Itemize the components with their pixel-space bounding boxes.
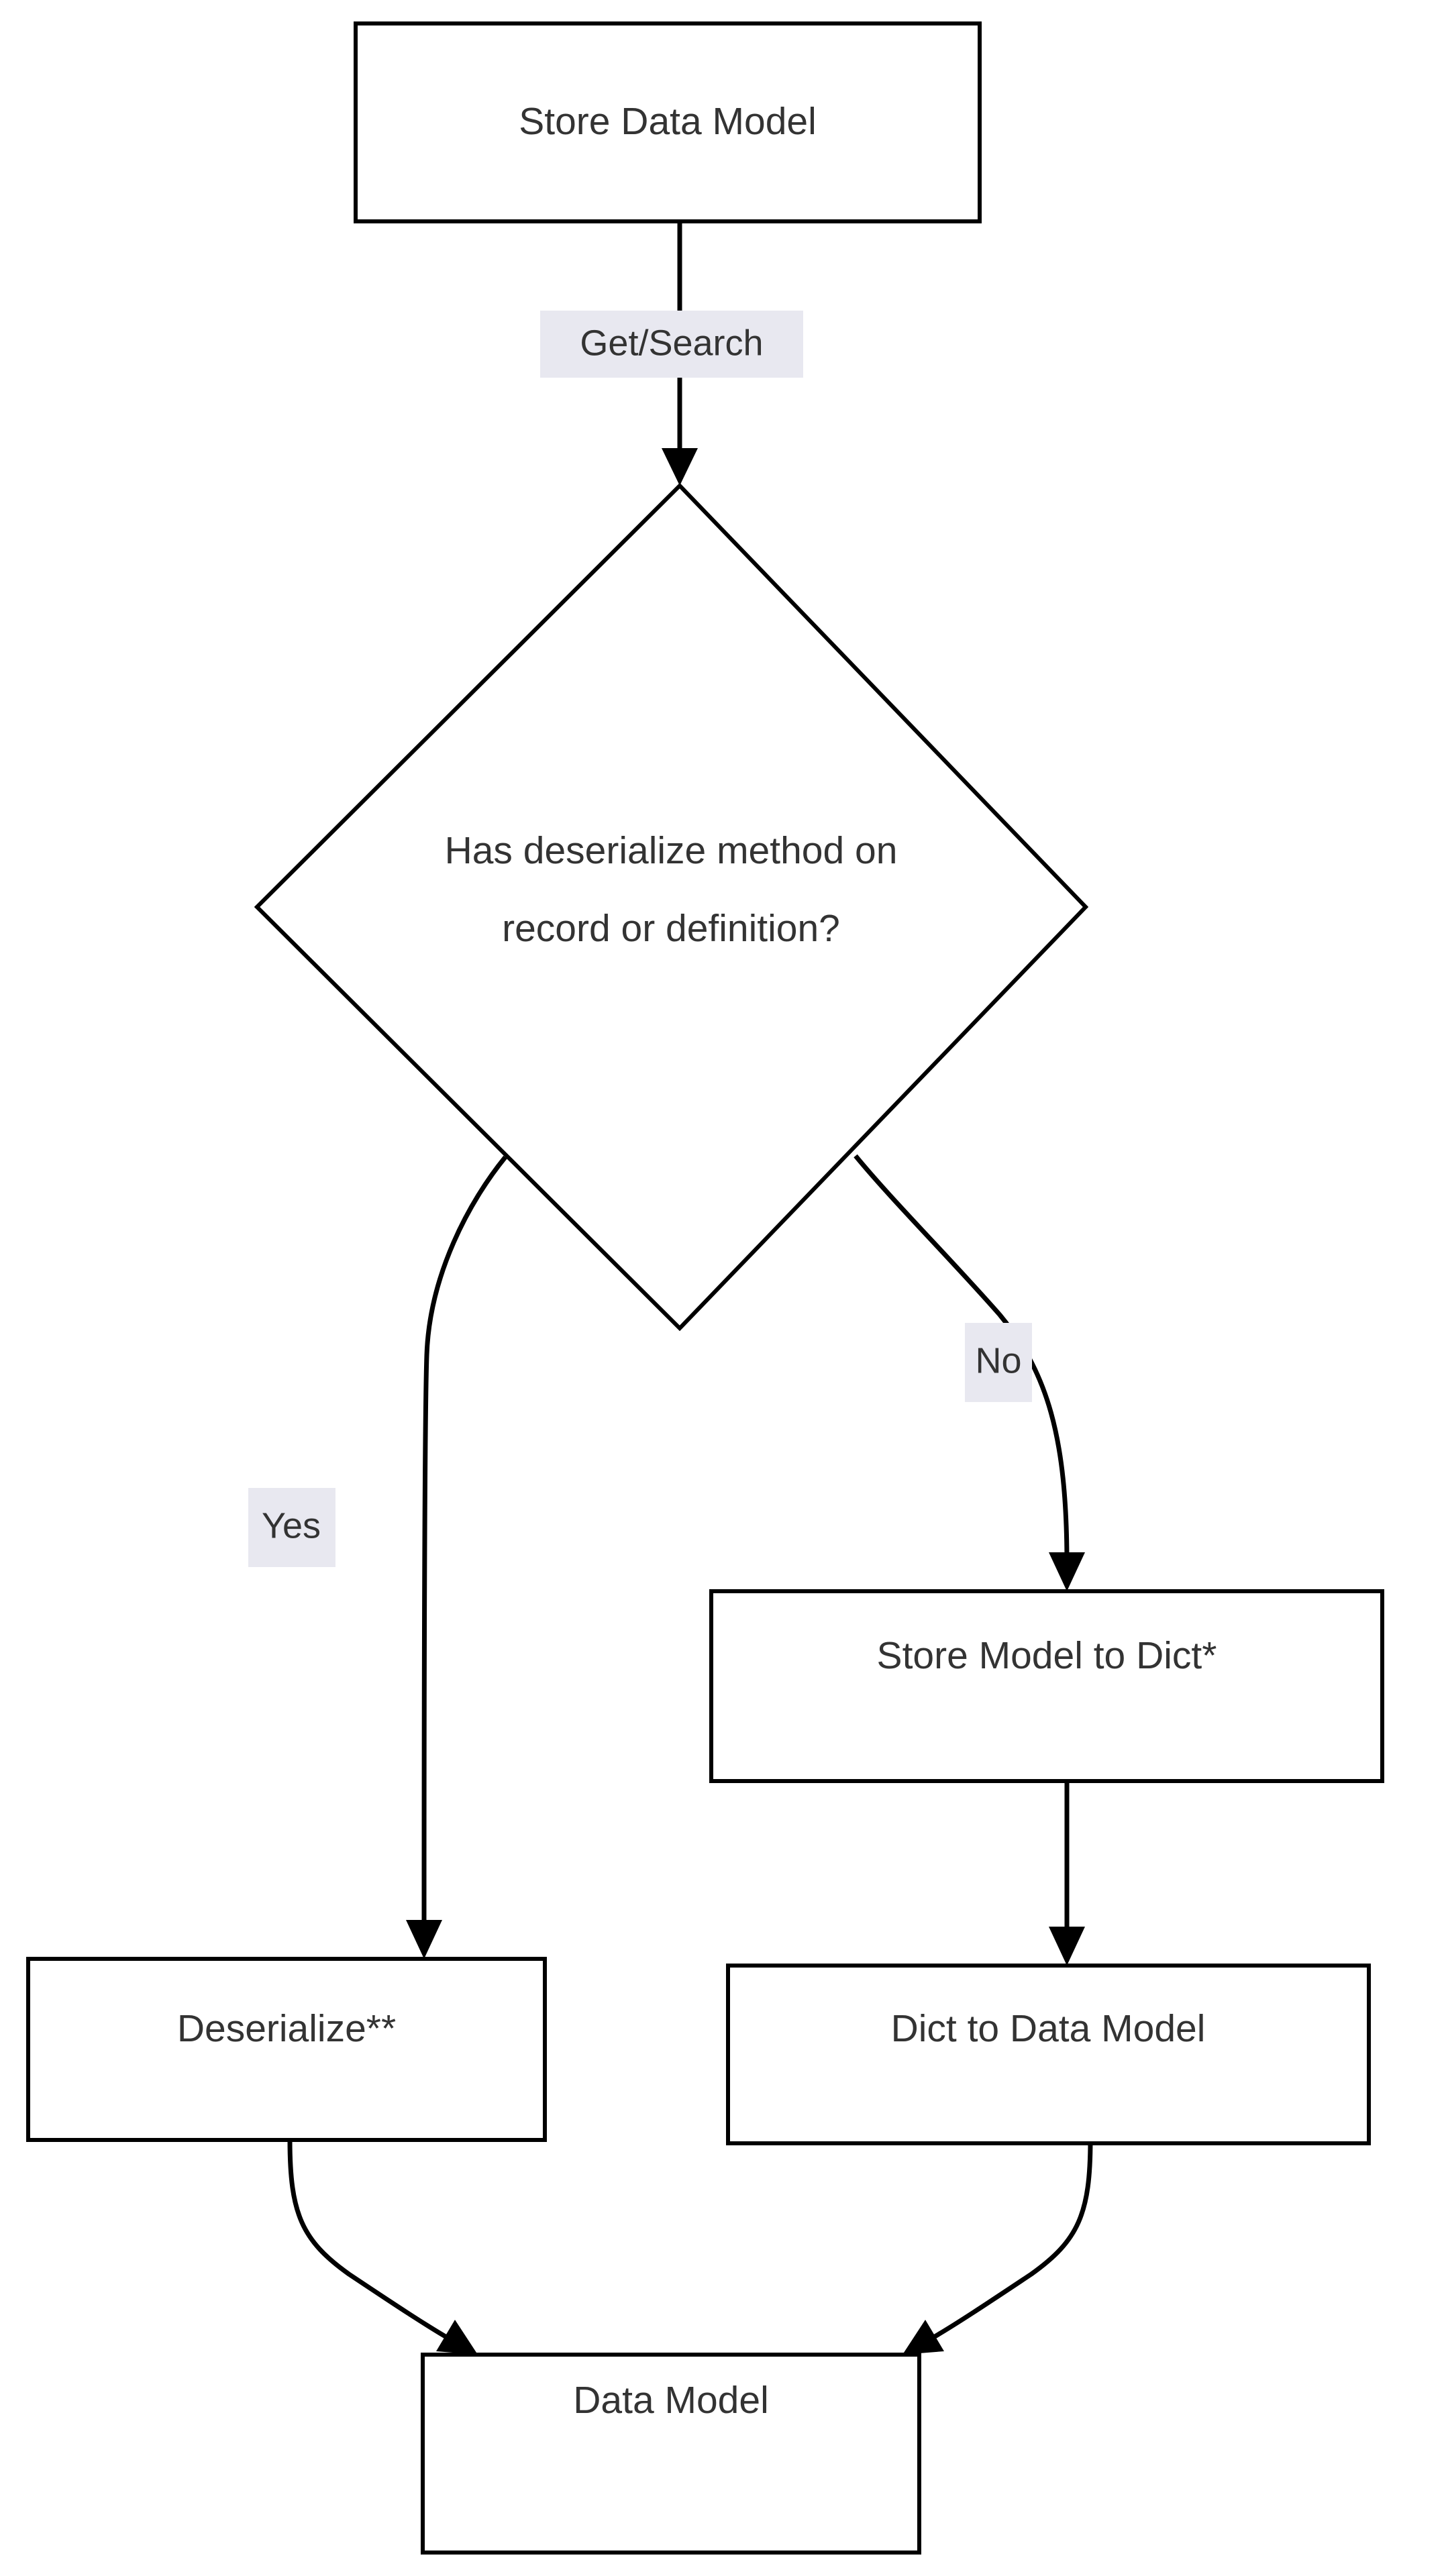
arrowhead-into-data-model-left	[436, 2320, 478, 2355]
node-data-model[interactable]: Data Model	[421, 2353, 921, 2555]
edge-line-decision-yes	[421, 1155, 507, 1933]
node-dict-to-data-model[interactable]: Dict to Data Model	[726, 1964, 1371, 2145]
arrowhead-into-store-model-to-dict	[1049, 1552, 1085, 1591]
has-deserialize-decision-diamond[interactable]	[254, 482, 1089, 1332]
node-store-data-model[interactable]: Store Data Model	[354, 21, 982, 223]
edge-label-get-search: Get/Search	[540, 311, 803, 378]
arrowhead-into-deserialize	[406, 1920, 442, 1959]
edge-label-no: No	[965, 1323, 1032, 1402]
edge-decision-yes	[406, 1155, 507, 1959]
store-model-to-dict-label: Store Model to Dict*	[877, 1634, 1217, 1677]
node-deserialize[interactable]: Deserialize**	[26, 1957, 547, 2142]
deserialize-label: Deserialize**	[177, 2007, 396, 2050]
no-label: No	[975, 1340, 1021, 1381]
no-label-background	[965, 1323, 1032, 1402]
dict-to-data-model-box[interactable]	[726, 1964, 1371, 2145]
edge-line-decision-no	[854, 1154, 1070, 1564]
yes-label: Yes	[262, 1505, 321, 1546]
data-model-label: Data Model	[573, 2379, 769, 2422]
data-model-box[interactable]	[421, 2353, 921, 2555]
get-search-label-background	[540, 311, 803, 378]
arrowhead-into-decision	[662, 448, 698, 486]
edge-line-dict-to-result	[925, 2139, 1093, 2344]
arrowhead-into-dict-to-data-model	[1049, 1927, 1085, 1966]
has-deserialize-decision-label-line2: record or definition?	[502, 907, 840, 950]
node-has-deserialize-decision[interactable]: Has deserialize method on record or defi…	[254, 482, 1089, 1332]
dict-to-data-model-label: Dict to Data Model	[891, 2007, 1206, 2050]
store-data-model-box[interactable]	[354, 21, 982, 223]
edge-dict-to-result	[902, 2139, 1093, 2355]
edge-deserialize-to-result	[287, 2139, 478, 2355]
arrowhead-into-data-model-right	[902, 2320, 944, 2355]
store-model-to-dict-box[interactable]	[709, 1589, 1384, 1783]
has-deserialize-decision-label-line1: Has deserialize method on	[445, 829, 898, 872]
node-store-model-to-dict[interactable]: Store Model to Dict*	[709, 1589, 1384, 1783]
edge-label-yes: Yes	[248, 1488, 335, 1567]
get-search-label: Get/Search	[580, 323, 763, 363]
deserialize-box[interactable]	[26, 1957, 547, 2142]
yes-label-background	[248, 1488, 335, 1567]
edge-dict-chain	[1049, 1781, 1085, 1966]
edge-decision-no	[854, 1154, 1085, 1591]
edge-line-deserialize-to-result	[287, 2139, 455, 2344]
store-data-model-label: Store Data Model	[519, 100, 817, 143]
